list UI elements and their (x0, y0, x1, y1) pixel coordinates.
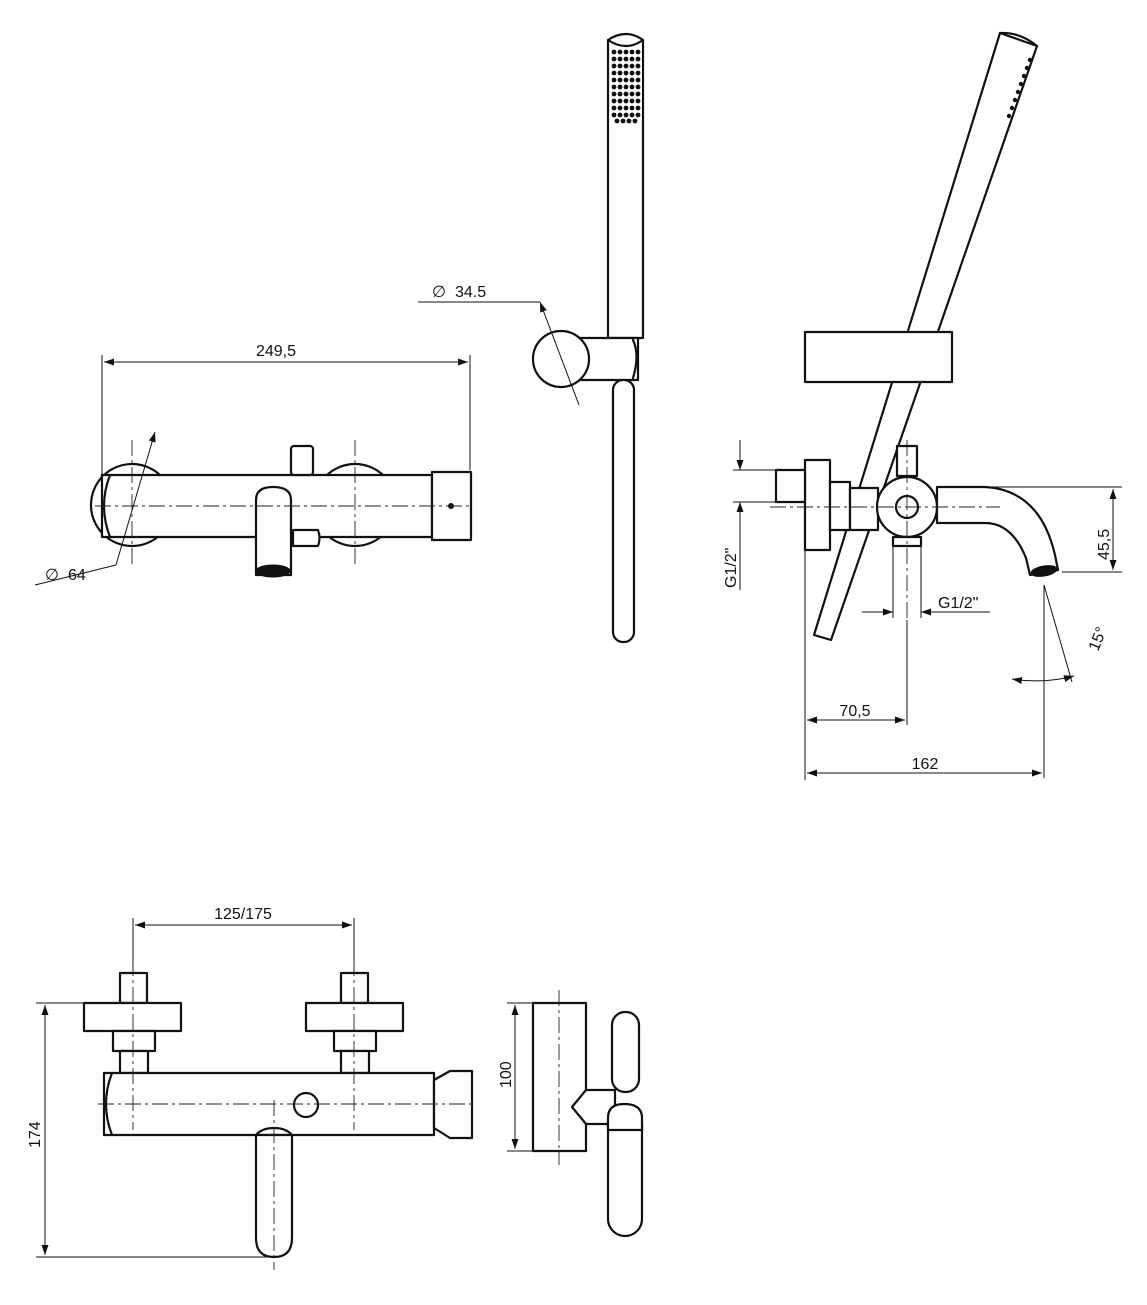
dim-label-front-diameter: 64 (68, 567, 86, 584)
dim-leader-holder-diameter (539, 301, 580, 406)
bottom-side-view: 100 (498, 990, 644, 1238)
dim-label-holder-diameter: 34.5 (455, 284, 486, 301)
dim-label-side-g-left: G1/2" (723, 548, 740, 588)
diameter-symbol-holder: ∅ (432, 284, 446, 301)
hand-shower-hose (611, 378, 636, 644)
side-holder-block (803, 330, 954, 384)
side-spout (935, 485, 1060, 577)
bottom-right-flange (304, 1001, 405, 1033)
diameter-symbol-front: ∅ (45, 567, 59, 584)
side-wall-flange (803, 458, 832, 552)
side-hand-shower-nozzles (1006, 57, 1033, 119)
hand-shower-head (606, 32, 645, 340)
dim-leader-front-diameter (115, 431, 156, 566)
bottom-side-lever (610, 1010, 641, 1094)
bottom-knurled-handle (432, 1069, 474, 1140)
side-view: G1/2" G1/2" 45,5 15° 70,5 162 (723, 31, 1122, 780)
dim-arc-side-angle (1011, 675, 1075, 685)
dim-label-bottom-side-height: 100 (498, 1061, 515, 1088)
dim-label-front-width: 249,5 (256, 343, 296, 360)
dim-label-side-angle: 15° (1086, 625, 1111, 654)
bottom-view: 125/175 174 (27, 906, 474, 1270)
dim-label-side-height: 45,5 (1096, 529, 1113, 560)
bottom-left-flange (82, 1001, 183, 1033)
front-view: 249,5 ∅ 64 (34, 343, 473, 586)
front-diverter-knob (289, 444, 315, 477)
front-spout (254, 485, 293, 577)
bottom-side-block (531, 1001, 588, 1153)
dim-label-side-offset: 70,5 (839, 703, 870, 720)
holder-disc (531, 329, 591, 389)
hand-shower-nozzles (611, 49, 641, 124)
dim-label-side-depth: 162 (912, 756, 939, 773)
dim-label-bottom-centers: 125/175 (214, 906, 272, 923)
bottom-diverter (292, 1091, 320, 1119)
hand-shower-front-view: ∅ 34.5 (418, 32, 645, 644)
dim-label-bottom-height: 174 (27, 1121, 44, 1148)
dim-label-side-g-bottom: G1/2" (938, 595, 978, 612)
